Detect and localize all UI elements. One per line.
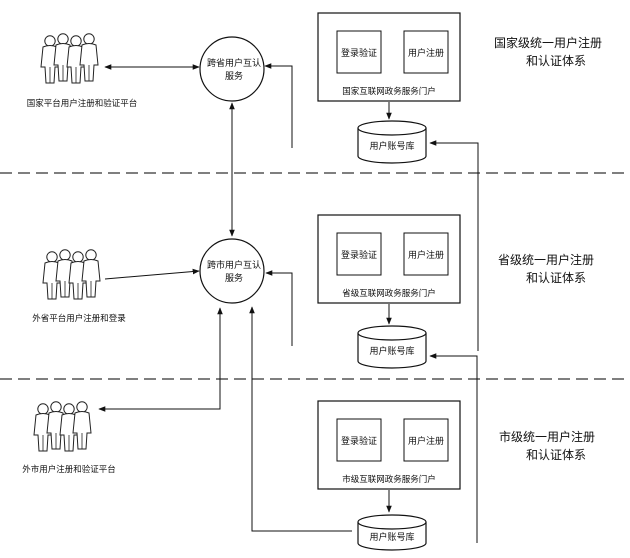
- national-register-box[interactable]: [403, 30, 449, 74]
- provincial-register-box[interactable]: [403, 232, 449, 276]
- provincial-users-arrow: [104, 268, 200, 280]
- national-auth-service[interactable]: [199, 36, 265, 102]
- provincial-sync-to-national-db: [429, 140, 479, 351]
- national-account-db-label: 用户账号库: [369, 140, 414, 152]
- provincial-auth-service-label-2: 服务: [225, 272, 243, 284]
- national-register-label: 用户注册: [408, 47, 444, 59]
- municipal-register-box[interactable]: [403, 418, 449, 462]
- provincial-account-db-label: 用户账号库: [369, 345, 414, 357]
- national-users-label: 国家平台用户注册和验证平台: [27, 98, 138, 109]
- municipal-register-label: 用户注册: [408, 435, 444, 447]
- national-login-label: 登录验证: [341, 47, 377, 59]
- provincial-users-label: 外省平台用户注册和登录: [32, 313, 126, 324]
- provincial-auth-service-label-1: 跨市用户互认: [207, 259, 261, 271]
- provincial-portal-caption: 省级互联网政务服务门户: [342, 288, 436, 299]
- national-system-title-2: 和认证体系: [526, 54, 586, 68]
- municipal-system-title-2: 和认证体系: [526, 448, 586, 462]
- national-users-group: [40, 33, 99, 84]
- national-login-box[interactable]: [336, 30, 382, 74]
- municipal-account-db[interactable]: [357, 514, 427, 551]
- municipal-sync-to-provincial-db: [429, 353, 478, 543]
- municipal-login-label: 登录验证: [341, 435, 377, 447]
- municipal-users-group: [33, 401, 92, 452]
- provincial-auth-service[interactable]: [199, 238, 265, 304]
- provincial-system-title-2: 和认证体系: [526, 271, 586, 285]
- national-auth-service-label-1: 跨省用户互认: [207, 57, 261, 69]
- provincial-system-title-1: 省级统一用户注册: [498, 252, 594, 267]
- provincial-register-label: 用户注册: [408, 249, 444, 261]
- national-account-db[interactable]: [357, 120, 427, 164]
- national-level: 国家平台用户注册和验证平台 跨省用户互认 服务 登录验证 用户注册 国家互联网政…: [27, 12, 602, 351]
- municipal-login-box[interactable]: [336, 418, 382, 462]
- municipal-users-to-provincial-service: [98, 307, 223, 412]
- municipal-portal-caption: 市级互联网政务服务门户: [342, 474, 436, 485]
- municipal-account-db-label: 用户账号库: [369, 531, 414, 543]
- provincial-login-box[interactable]: [336, 232, 382, 276]
- provincial-users-group: [42, 249, 101, 300]
- municipal-users-label: 外市用户注册和验证平台: [22, 464, 116, 475]
- national-db-to-service: [264, 63, 293, 148]
- provincial-level: 外省平台用户注册和登录 跨市用户互认 服务 登录验证 用户注册 省级互联网政务服…: [32, 214, 594, 543]
- national-portal-caption: 国家互联网政务服务门户: [342, 86, 436, 97]
- provincial-account-db[interactable]: [357, 325, 427, 369]
- municipal-system-title-1: 市级统一用户注册: [499, 429, 595, 444]
- provincial-db-to-service: [265, 270, 293, 346]
- provincial-login-label: 登录验证: [341, 249, 377, 261]
- municipal-db-to-provincial-service: [249, 306, 352, 532]
- municipal-level: 外市用户注册和验证平台 登录验证 用户注册 市级互联网政务服务门户 用户账号库 …: [22, 306, 595, 551]
- national-system-title-1: 国家级统一用户注册: [494, 35, 602, 50]
- national-auth-service-label-2: 服务: [225, 70, 243, 82]
